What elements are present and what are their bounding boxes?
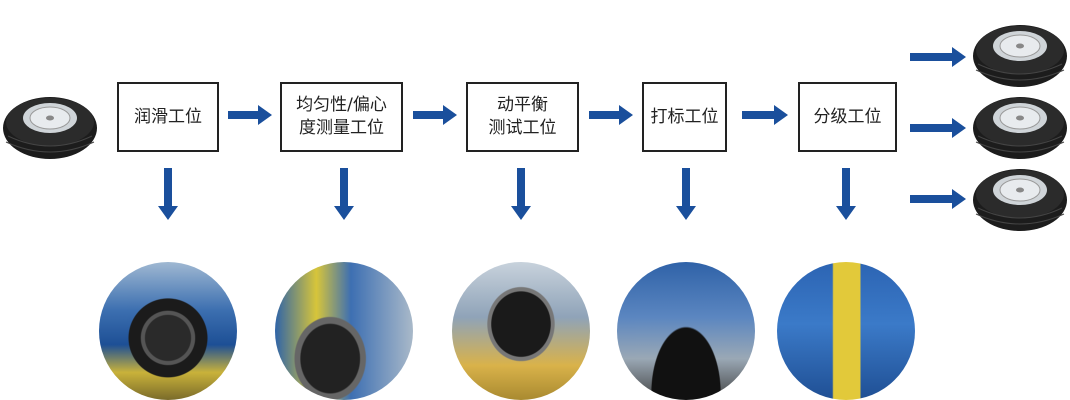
arrow-right-icon — [742, 105, 788, 125]
station-label-line1: 均匀性/偏心 — [296, 95, 387, 115]
arrow-down-icon — [334, 168, 354, 220]
station-label: 分级工位 — [813, 106, 882, 127]
arrow-right-icon — [589, 105, 633, 125]
arrow-down-icon — [158, 168, 178, 220]
station-lubrication: 润滑工位 — [117, 82, 219, 152]
station-uniformity: 均匀性/偏心度测量工位 — [280, 82, 403, 152]
output-tire-image-3 — [972, 168, 1068, 232]
marking-station-photo — [617, 262, 755, 400]
station-marking: 打标工位 — [642, 82, 727, 152]
output-tire-image-2 — [972, 96, 1068, 160]
arrow-right-icon — [910, 118, 966, 138]
arrow-right-icon — [413, 105, 457, 125]
arrow-down-icon — [511, 168, 531, 220]
station-label: 润滑工位 — [134, 106, 202, 127]
station-label: 打标工位 — [650, 106, 719, 127]
uniformity-station-photo — [275, 262, 413, 400]
arrow-right-icon — [910, 189, 966, 209]
arrow-down-icon — [836, 168, 856, 220]
input-tire-image — [2, 96, 98, 160]
station-label-line1: 动平衡 — [497, 95, 548, 115]
arrow-down-icon — [676, 168, 696, 220]
grading-station-photo — [777, 262, 915, 400]
arrow-right-icon — [910, 47, 966, 67]
dynamic-balance-station-photo — [452, 262, 590, 400]
arrow-right-icon — [228, 105, 272, 125]
station-dynamic-balance: 动平衡测试工位 — [466, 82, 579, 152]
station-label-line2: 度测量工位 — [298, 118, 384, 138]
station-label-line2: 测试工位 — [488, 118, 557, 138]
lubrication-station-photo — [99, 262, 237, 400]
output-tire-image-1 — [972, 24, 1068, 88]
station-grading: 分级工位 — [798, 82, 897, 152]
